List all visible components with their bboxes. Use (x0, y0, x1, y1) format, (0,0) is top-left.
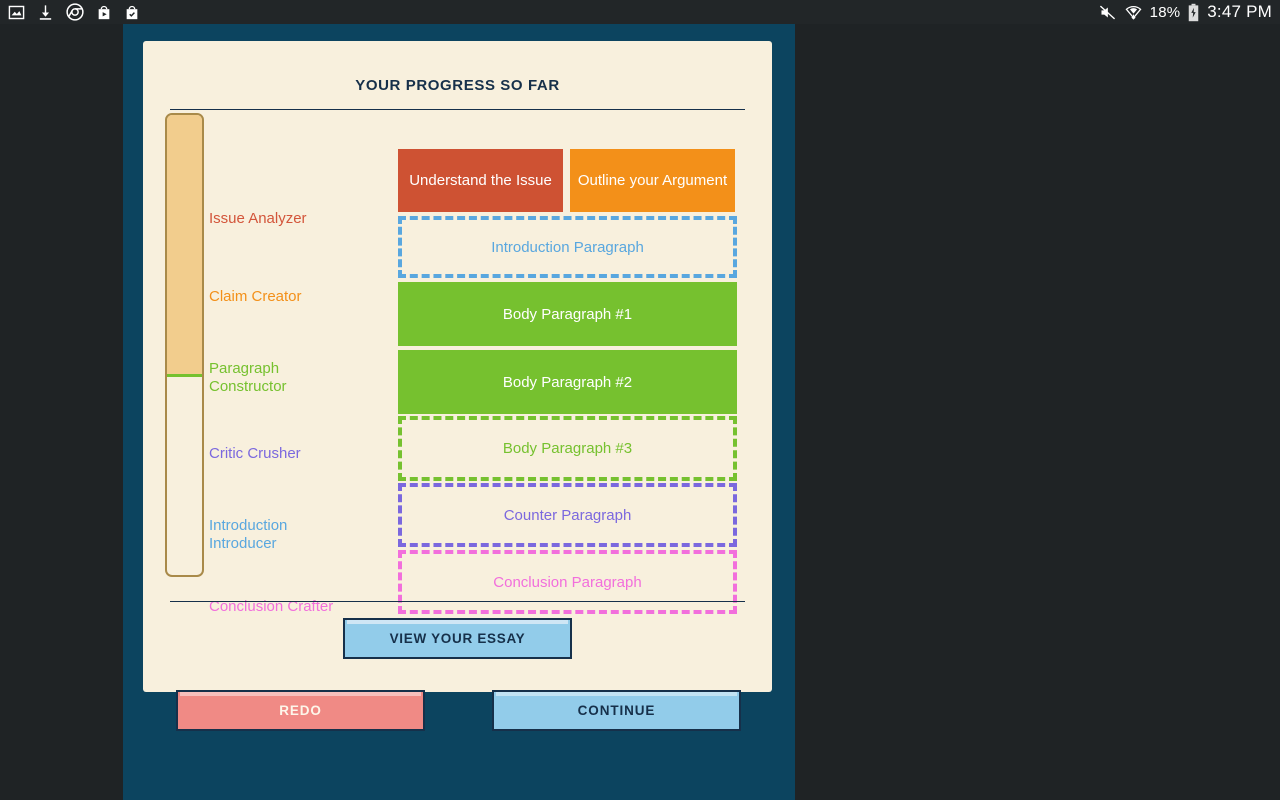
battery-percent-label: 18% (1149, 3, 1181, 21)
wifi-icon (1124, 4, 1143, 21)
page-title: YOUR PROGRESS SO FAR (355, 77, 560, 94)
essay-block-5[interactable]: Body Paragraph #3 (398, 416, 737, 481)
volume-mute-icon (1098, 4, 1117, 21)
stage-label-2: Paragraph Constructor (209, 360, 287, 395)
clock-label: 3:47 PM (1207, 2, 1272, 21)
essay-block-3[interactable]: Body Paragraph #1 (398, 282, 737, 346)
stage-label-0: Issue Analyzer (209, 210, 307, 227)
view-your-essay-button[interactable]: VIEW YOUR ESSAY (343, 618, 572, 659)
download-icon (37, 4, 54, 21)
essay-block-7[interactable]: Conclusion Paragraph (398, 550, 737, 614)
essay-block-1[interactable]: Outline your Argument (570, 149, 735, 212)
progress-track (165, 113, 204, 577)
stage-label-1: Claim Creator (209, 288, 302, 305)
status-bar-notification-icons (8, 3, 140, 21)
status-bar-system-icons: 18% 3:47 PM (1098, 2, 1272, 22)
continue-button[interactable]: CONTINUE (492, 690, 741, 731)
essay-block-2[interactable]: Introduction Paragraph (398, 216, 737, 278)
divider-bottom (170, 601, 745, 602)
essay-block-6[interactable]: Counter Paragraph (398, 483, 737, 547)
android-status-bar: 18% 3:47 PM (0, 0, 1280, 24)
progress-fill (167, 115, 202, 378)
essay-block-4[interactable]: Body Paragraph #2 (398, 350, 737, 414)
stage-label-3: Critic Crusher (209, 445, 301, 462)
image-icon (8, 4, 25, 21)
stage-label-4: Introduction Introducer (209, 517, 288, 552)
play-store-icon (96, 4, 112, 21)
redo-button[interactable]: REDO (176, 690, 425, 731)
battery-charging-icon (1187, 3, 1200, 22)
chrome-icon (66, 3, 84, 21)
stage-label-5: Conclusion Crafter (209, 598, 334, 615)
divider-top (170, 109, 745, 110)
play-store-installed-icon (124, 4, 140, 21)
essay-block-0[interactable]: Understand the Issue (398, 149, 563, 212)
